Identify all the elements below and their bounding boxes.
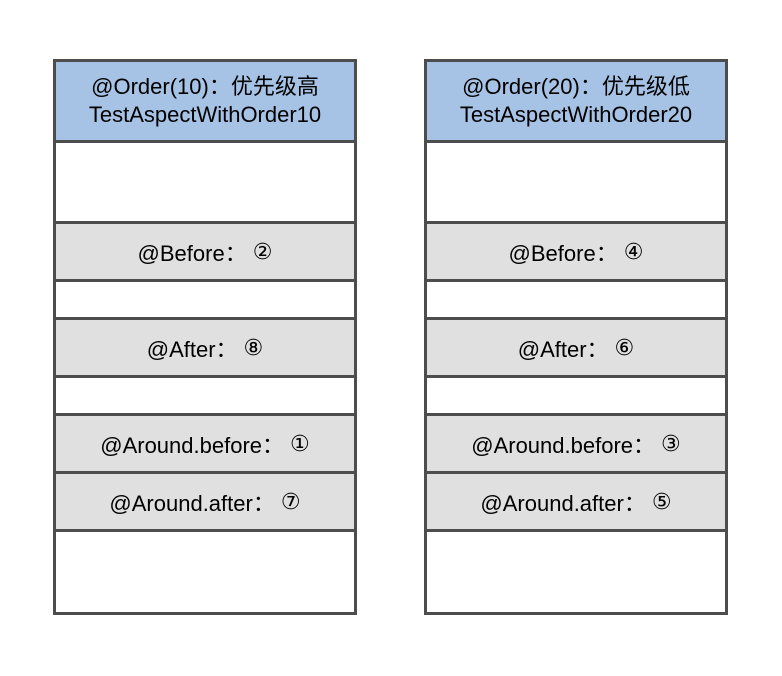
aspect-header-order-20: @Order(20)：优先级低 TestAspectWithOrder20 — [427, 62, 725, 143]
advice-label: @After： — [146, 336, 238, 362]
aspect-header-order-line: @Order(20)：优先级低 — [462, 74, 690, 100]
spacer-row — [56, 532, 354, 612]
advice-order-marker: ⑧ — [243, 334, 264, 360]
advice-order-marker: ④ — [623, 238, 644, 264]
advice-row-around-before[interactable]: @Around.before： ① — [56, 416, 354, 474]
advice-label: @Around.before： — [100, 432, 285, 458]
advice-row-around-after[interactable]: @Around.after： ⑦ — [56, 474, 354, 532]
advice-order-marker: ⑦ — [280, 488, 301, 514]
aspect-column-order-10: @Order(10)：优先级高 TestAspectWithOrder10 @B… — [53, 59, 357, 615]
advice-row-after[interactable]: @After： ⑧ — [56, 320, 354, 378]
advice-row-before[interactable]: @Before： ② — [56, 224, 354, 282]
advice-order-marker: ③ — [661, 430, 681, 456]
advice-order-marker: ⑤ — [651, 488, 672, 514]
advice-label: @Around.before： — [471, 432, 656, 458]
advice-label: @Around.after： — [480, 490, 646, 516]
aspect-header-class-line: TestAspectWithOrder20 — [459, 102, 693, 127]
advice-label: @Around.after： — [109, 490, 275, 516]
advice-order-marker: ② — [252, 238, 273, 264]
spacer-row — [56, 378, 354, 416]
advice-label: @After： — [517, 336, 609, 362]
advice-label: @Before： — [137, 240, 247, 266]
spacer-row — [56, 282, 354, 320]
spacer-row — [427, 143, 725, 224]
advice-order-marker: ① — [290, 430, 310, 456]
aspect-header-order-line: @Order(10)：优先级高 — [91, 74, 319, 100]
spacer-row — [427, 378, 725, 416]
advice-row-around-before[interactable]: @Around.before： ③ — [427, 416, 725, 474]
advice-row-around-after[interactable]: @Around.after： ⑤ — [427, 474, 725, 532]
advice-row-after[interactable]: @After： ⑥ — [427, 320, 725, 378]
advice-label: @Before： — [508, 240, 618, 266]
advice-row-before[interactable]: @Before： ④ — [427, 224, 725, 282]
aspect-column-order-20: @Order(20)：优先级低 TestAspectWithOrder20 @B… — [424, 59, 728, 615]
spacer-row — [56, 143, 354, 224]
advice-order-marker: ⑥ — [614, 334, 635, 360]
spacer-row — [427, 282, 725, 320]
spacer-row — [427, 532, 725, 612]
aspect-header-class-line: TestAspectWithOrder10 — [88, 102, 322, 127]
aspect-header-order-10: @Order(10)：优先级高 TestAspectWithOrder10 — [56, 62, 354, 143]
